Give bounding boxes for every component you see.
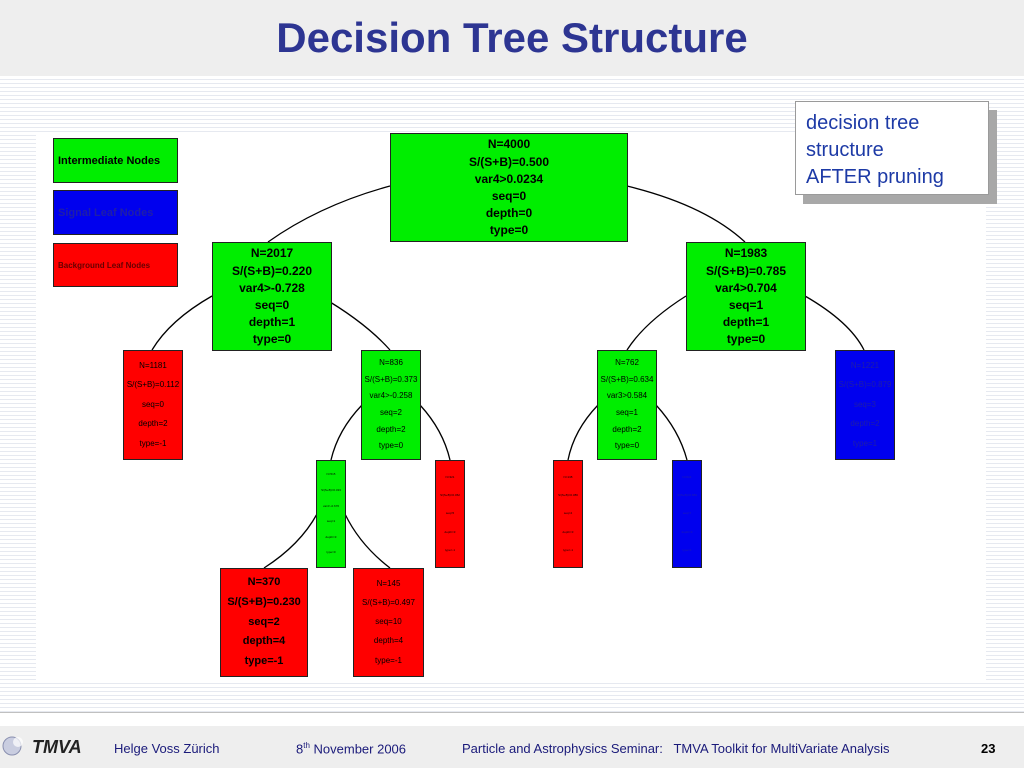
edge-l2c-d <box>655 404 688 461</box>
footer-date: 8th November 2006 <box>296 741 407 757</box>
edge-l3a-b <box>344 513 391 569</box>
edge-l1right-d <box>804 295 865 351</box>
svg-text:TMVA: TMVA <box>32 737 82 757</box>
page-number: 23 <box>981 741 996 756</box>
tmva-logo-mark: TMVA <box>2 736 82 757</box>
edge-l1right-c <box>626 295 687 351</box>
edge-l2b-b <box>419 404 451 461</box>
footer-divider <box>0 712 1024 713</box>
callout-box: decision tree structure AFTER pruning <box>795 101 989 195</box>
legend-background: Background Leaf Nodes <box>53 243 178 287</box>
callout-line-2: structure <box>806 139 884 161</box>
footer-bar <box>0 726 1024 768</box>
edge-l2b-a <box>330 404 363 461</box>
legend-intermediate: Intermediate Nodes <box>53 138 178 183</box>
tmva-logo: TMVA <box>0 730 100 760</box>
edge-l2c-c <box>567 404 599 461</box>
footer-author: Helge Voss Zürich <box>114 741 220 756</box>
callout-line-1: decision tree <box>806 112 920 134</box>
edge-l3a-a <box>263 513 318 569</box>
footer-seminar: Particle and Astrophysics Seminar: TMVA … <box>462 741 890 756</box>
header-bar <box>0 0 1024 76</box>
edge-root-left <box>267 185 391 243</box>
slide-title: Decision Tree Structure <box>276 14 748 61</box>
edge-l1left-a <box>151 295 213 351</box>
legend-signal: Signal Leaf Nodes <box>53 190 178 235</box>
edge-root-right <box>626 185 746 243</box>
callout-line-3: AFTER pruning <box>806 166 944 188</box>
